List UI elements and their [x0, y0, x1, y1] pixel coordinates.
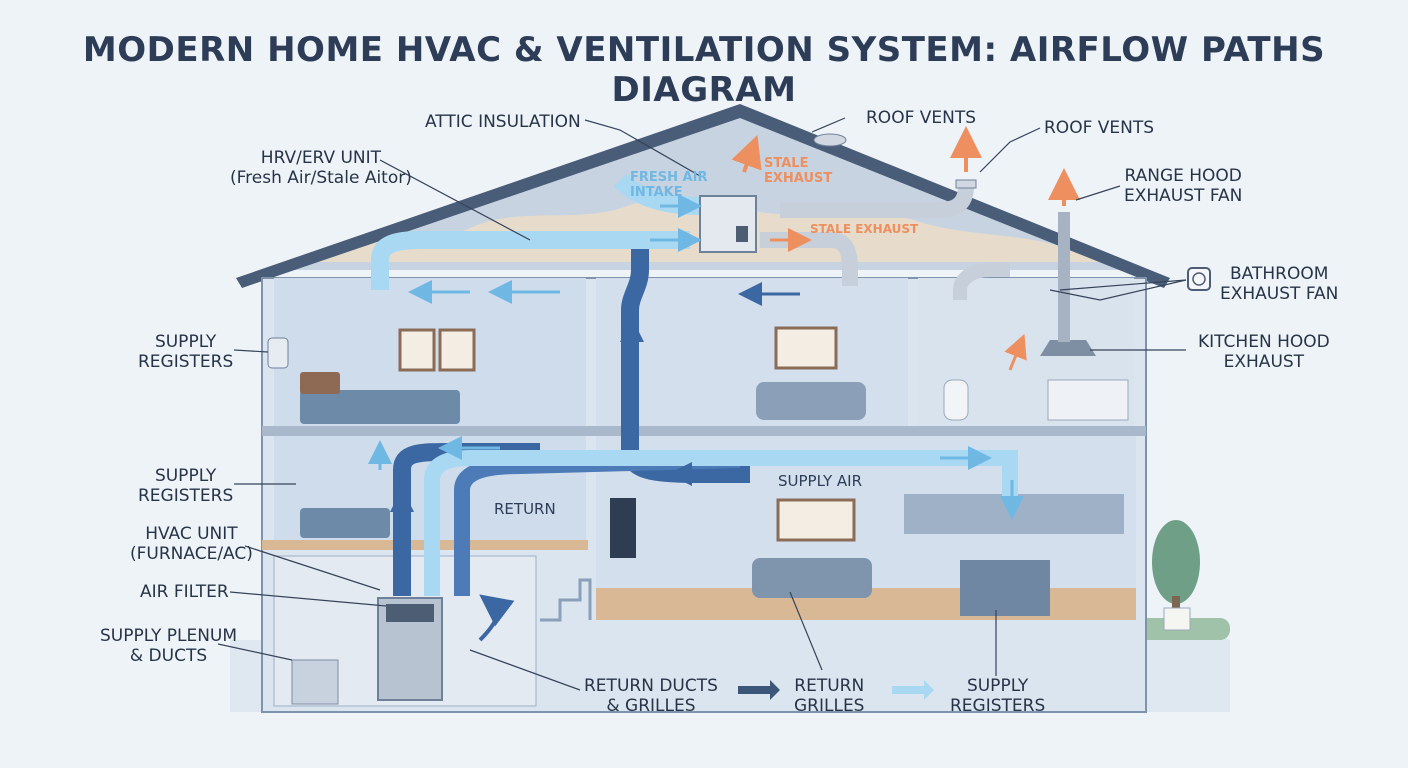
sofa-middle [752, 558, 872, 598]
label-roof-vents-2: ROOF VENTS [1044, 118, 1155, 138]
kitchen-island [960, 560, 1050, 616]
label-hrv-erv-unit: HRV/ERV UNIT(Fresh Air/Stale Aitor) [230, 148, 412, 188]
label-air-filter: AIR FILTER [140, 582, 229, 602]
stale-exhaust-duct-tag: STALE EXHAUST [810, 222, 919, 236]
kitchen-cabinet-upper [1047, 379, 1129, 421]
bathroom-fan-icon [1187, 267, 1211, 291]
roof-vent-cap [813, 133, 847, 147]
range-hood-chimney [1058, 212, 1070, 342]
return-tag: RETURN [494, 500, 556, 518]
exhaust-duct-roof [780, 185, 974, 218]
label-hvac-unit: HVAC UNIT(FURNACE/AC) [130, 524, 253, 564]
label-return-ducts: RETURN DUCTS& GRILLES [584, 676, 718, 716]
water-heater [291, 659, 339, 705]
thermostat [267, 337, 289, 369]
tv [610, 498, 636, 558]
label-roof-vents-1: ROOF VENTS [866, 108, 977, 128]
supply-duct-attic [371, 231, 690, 290]
supply-air-tag: SUPPLY AIR [778, 472, 862, 490]
stairs [540, 578, 592, 622]
floor-slab-1 [262, 426, 1146, 436]
label-supply-plenum: SUPPLY PLENUM& DUCTS [100, 626, 238, 666]
bed-upper [300, 390, 460, 424]
bed-middle [300, 508, 390, 538]
toilet [943, 379, 969, 421]
label-attic-insulation: ATTIC INSULATION [425, 112, 581, 132]
picture-frame [398, 328, 436, 372]
exhaust-duct-attic [760, 232, 858, 286]
range-hood [1040, 340, 1096, 356]
supply-duct-down [424, 450, 1018, 596]
legend-supply-arrow [892, 680, 934, 700]
hrv-unit [699, 195, 757, 253]
bath-exhaust-duct [953, 263, 1010, 300]
diagram-title: MODERN HOME HVAC & VENTILATION SYSTEM: A… [82, 30, 1326, 110]
legend-return-arrow [738, 680, 780, 700]
leader-lines [217, 117, 1187, 691]
tree [1152, 520, 1200, 604]
sofa-upper [756, 382, 866, 420]
